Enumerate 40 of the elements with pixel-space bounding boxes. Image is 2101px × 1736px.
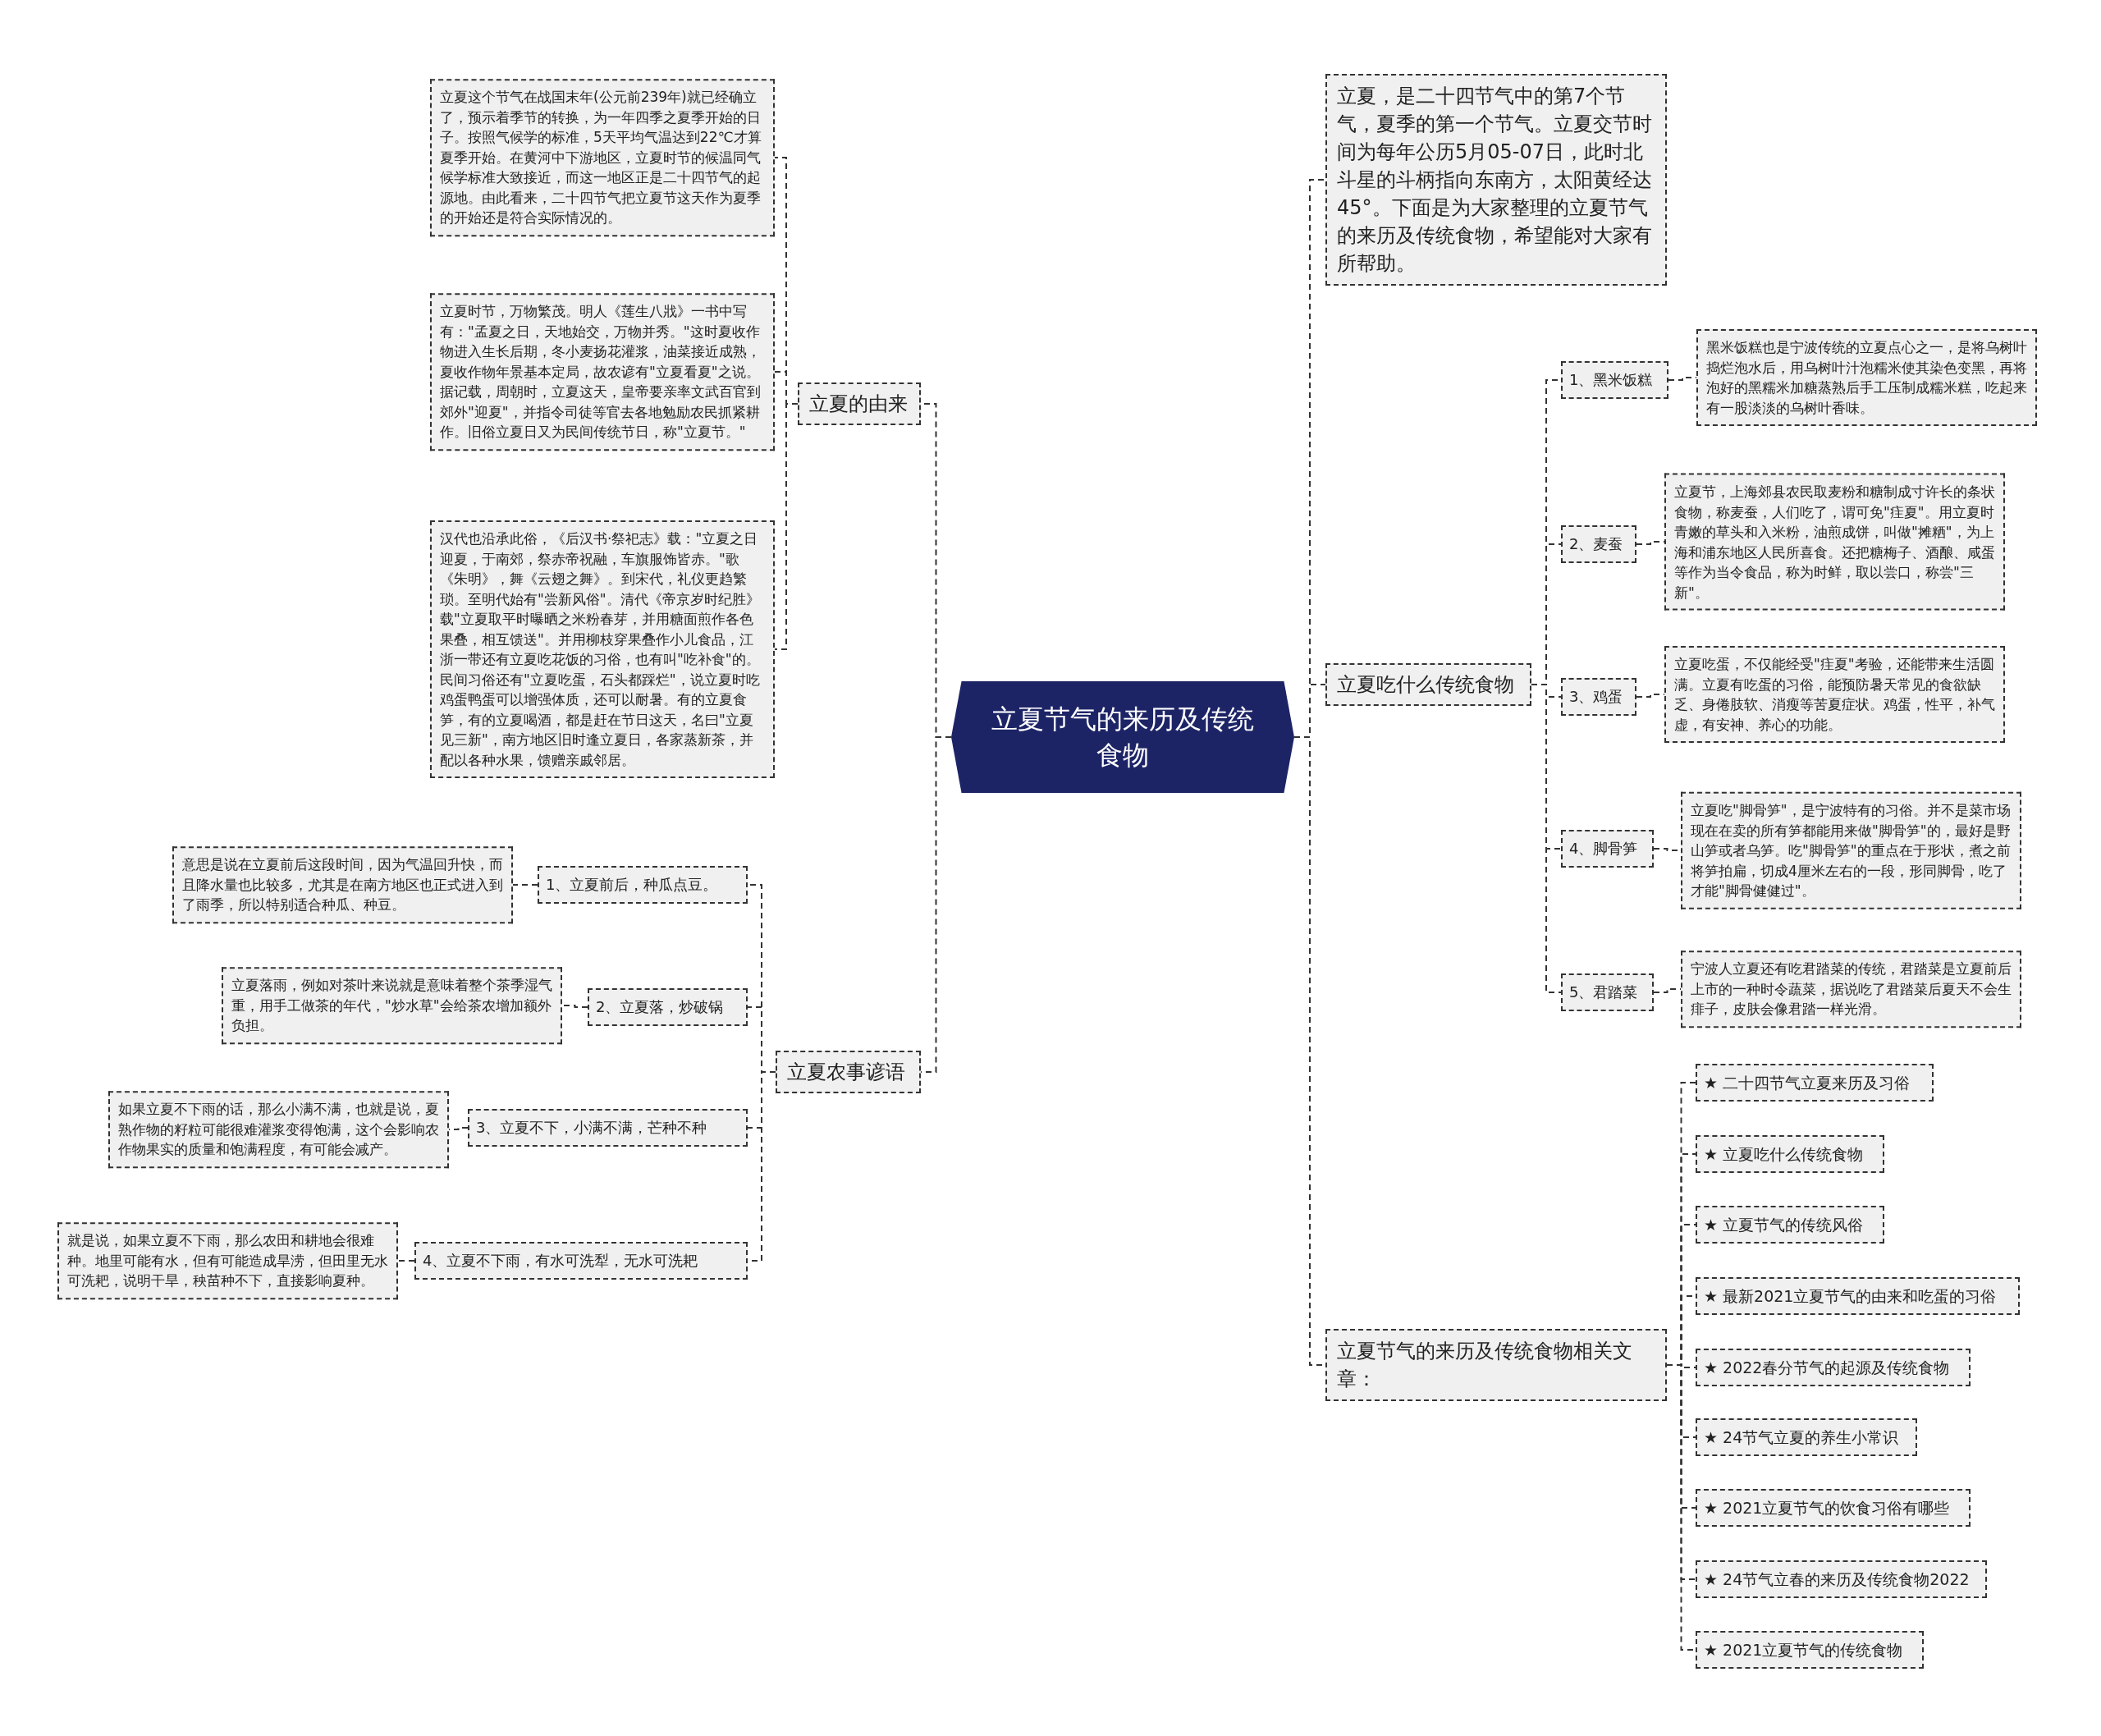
subtopic-box: 3、立夏不下，小满不满，芒种不种 (468, 1109, 748, 1147)
connector-line (561, 1005, 588, 1008)
detail-box: 立夏吃蛋，不仅能经受"疰夏"考验，还能带来生活圆满。立夏有吃蛋的习俗，能预防暑天常见的食欲缺乏、身倦肢软、消瘦等苦夏症状。鸡蛋，性平，补气虚，有安神、养心的功能。 (1664, 646, 2005, 743)
branch-topic: 立夏农事谚语 (776, 1051, 921, 1093)
branch-topic: 立夏的由来 (798, 382, 921, 425)
detail-box: 立夏节，上海郊县农民取麦粉和糖制成寸许长的条状食物，称麦蚕，人们吃了，谓可免"疰夏"。用立夏时青嫩的草头和入米粉，油煎成饼，叫做"摊粞"，为上海和浦东地区人民所喜食。还把糖梅子、酒酿、咸蛋等作为当令食品，称为时鲜，取以尝口，称尝"三新"。 (1664, 473, 2005, 611)
detail-box: 立夏这个节气在战国末年(公元前239年)就已经确立了，预示着季节的转换，为一年四季之夏季开始的日子。按照气候学的标准，5天平均气温达到22℃才算夏季开始。在黄河中下游地区，立夏时节的候温同气候学标准大致接近，而这一地区正是二十四节气的起源地。由此看来，二十四节气把立夏节这天作为夏季的开始还是符合实际情况的。 (430, 79, 775, 236)
central-topic: 立夏节气的来历及传统食物 (951, 681, 1294, 793)
subtopic-box: 4、立夏不下雨，有水可洗犁，无水可洗耙 (414, 1242, 748, 1280)
detail-box: 立夏落雨，例如对茶叶来说就是意味着整个茶季湿气重，用手工做茶的年代，"炒水草"会给茶农增加额外负担。 (222, 967, 562, 1044)
subtopic-box: 2、立夏落，炒破锅 (588, 988, 748, 1026)
article-link-box: ★ 24节气立春的来历及传统食物2022 (1696, 1560, 1987, 1598)
detail-box: 就是说，如果立夏不下雨，那么农田和耕地会很难种。地里可能有水，但有可能造成旱涝，但田里无水可洗耙，说明干旱，秧苗种不下，直接影响夏种。 (57, 1222, 398, 1299)
connector-line (512, 884, 538, 886)
detail-box: 汉代也沿承此俗，《后汉书·祭祀志》载："立夏之日迎夏，于南郊，祭赤帝祝融，车旗服饰皆赤。"歌《朱明》，舞《云翅之舞》。到宋代，礼仪更趋繁琐。至明代始有"尝新风俗"。清代《帝京岁时纪胜》载"立夏取平时曝晒之米粉春芽，并用糖面煎作各色果叠，相互馈送"。并用柳枝穿果叠作小儿食品，江浙一带还有立夏吃花饭的习俗，也有叫"吃补食"的。民间习俗还有"立夏吃蛋，石头都踩烂"，说立夏时吃鸡蛋鸭蛋可以增强体质，还可以耐暑。有的立夏食笋，有的立夏喝酒，都是赶在节日这天，名曰"立夏见三新"，南方地区旧时逢立夏日，各家蒸新茶，并配以各种水果，馈赠亲戚邻居。 (430, 520, 775, 778)
branch-topic: 立夏吃什么传统食物 (1325, 663, 1531, 706)
detail-box: 如果立夏不下雨的话，那么小满不满，也就是说，夏熟作物的籽粒可能很难灌浆变得饱满，这个会影响农作物果实的质量和饱满程度，有可能会减产。 (108, 1091, 449, 1168)
article-link-box: ★ 24节气立夏的养生小常识 (1696, 1418, 1917, 1456)
article-link-box: ★ 最新2021立夏节气的由来和吃蛋的习俗 (1696, 1277, 2020, 1315)
subtopic-box: 3、鸡蛋 (1561, 678, 1636, 716)
detail-box: 宁波人立夏还有吃君踏菜的传统，君踏菜是立夏前后上市的一种时令蔬菜，据说吃了君踏菜后夏天不会生痱子，皮肤会像君踏一样光滑。 (1681, 950, 2021, 1028)
article-link-box: ★ 2022春分节气的起源及传统食物 (1696, 1349, 1971, 1386)
topic-box: 立夏节气的来历及传统食物相关文章： (1325, 1329, 1667, 1401)
connector-line (774, 403, 799, 650)
connector-line (397, 1260, 415, 1262)
subtopic-box: 1、黑米饭糕 (1561, 361, 1668, 399)
detail-box: 意思是说在立夏前后这段时间，因为气温回升快，而且降水量也比较多，尤其是在南方地区也正式进入到了雨季，所以特别适合种瓜、种豆。 (172, 846, 513, 923)
article-link-box: ★ 二十四节气立夏来历及习俗 (1696, 1064, 1934, 1102)
subtopic-box: 2、麦蚕 (1561, 525, 1636, 563)
subtopic-box: 4、脚骨笋 (1561, 830, 1654, 868)
article-link-box: ★ 立夏节气的传统风俗 (1696, 1206, 1884, 1244)
detail-box: 立夏时节，万物繁茂。明人《莲生八戕》一书中写有："孟夏之日，天地始交，万物并秀。"这时夏收作物进入生长后期，冬小麦扬花灌浆，油菜接近成熟，夏收作物年景基本定局，故农谚有"立夏看夏"之说。据记载，周朝时，立夏这天，皇帝要亲率文武百官到郊外"迎夏"，并指令司徒等官去各地勉励农民抓紧耕作。旧俗立夏日又为民间传统节日，称"立夏节。" (430, 293, 775, 451)
article-link-box: ★ 立夏吃什么传统食物 (1696, 1135, 1884, 1173)
subtopic-box: 1、立夏前后，种瓜点豆。 (538, 866, 748, 904)
subtopic-box: 5、君踏菜 (1561, 973, 1654, 1011)
article-link-box: ★ 2021立夏节气的饮食习俗有哪些 (1696, 1489, 1971, 1527)
topic-box: 立夏，是二十四节气中的第7个节气，夏季的第一个节气。立夏交节时间为每年公历5月05-07日，此时北斗星的斗柄指向东南方，太阳黄经达45°。下面是为大家整理的立夏节气的来历及传统食物，希望能对大家有所帮助。 (1325, 74, 1667, 286)
article-link-box: ★ 2021立夏节气的传统食物 (1696, 1631, 1924, 1669)
detail-box: 黑米饭糕也是宁波传统的立夏点心之一，是将乌树叶捣烂泡水后，用乌树叶汁泡糯米使其染色变黑，再将泡好的黑糯米加糖蒸熟后手工压制成糯米糕，吃起来有一股淡淡的乌树叶香味。 (1696, 329, 2037, 426)
detail-box: 立夏吃"脚骨笋"，是宁波特有的习俗。并不是菜市场现在在卖的所有笋都能用来做"脚骨笋"的，最好是野山笋或者乌笋。吃"脚骨笋"的重点在于形状，煮之前将笋拍扁，切成4厘米左右的一段，形同脚骨，吃了才能"脚骨健健过"。 (1681, 791, 2021, 909)
